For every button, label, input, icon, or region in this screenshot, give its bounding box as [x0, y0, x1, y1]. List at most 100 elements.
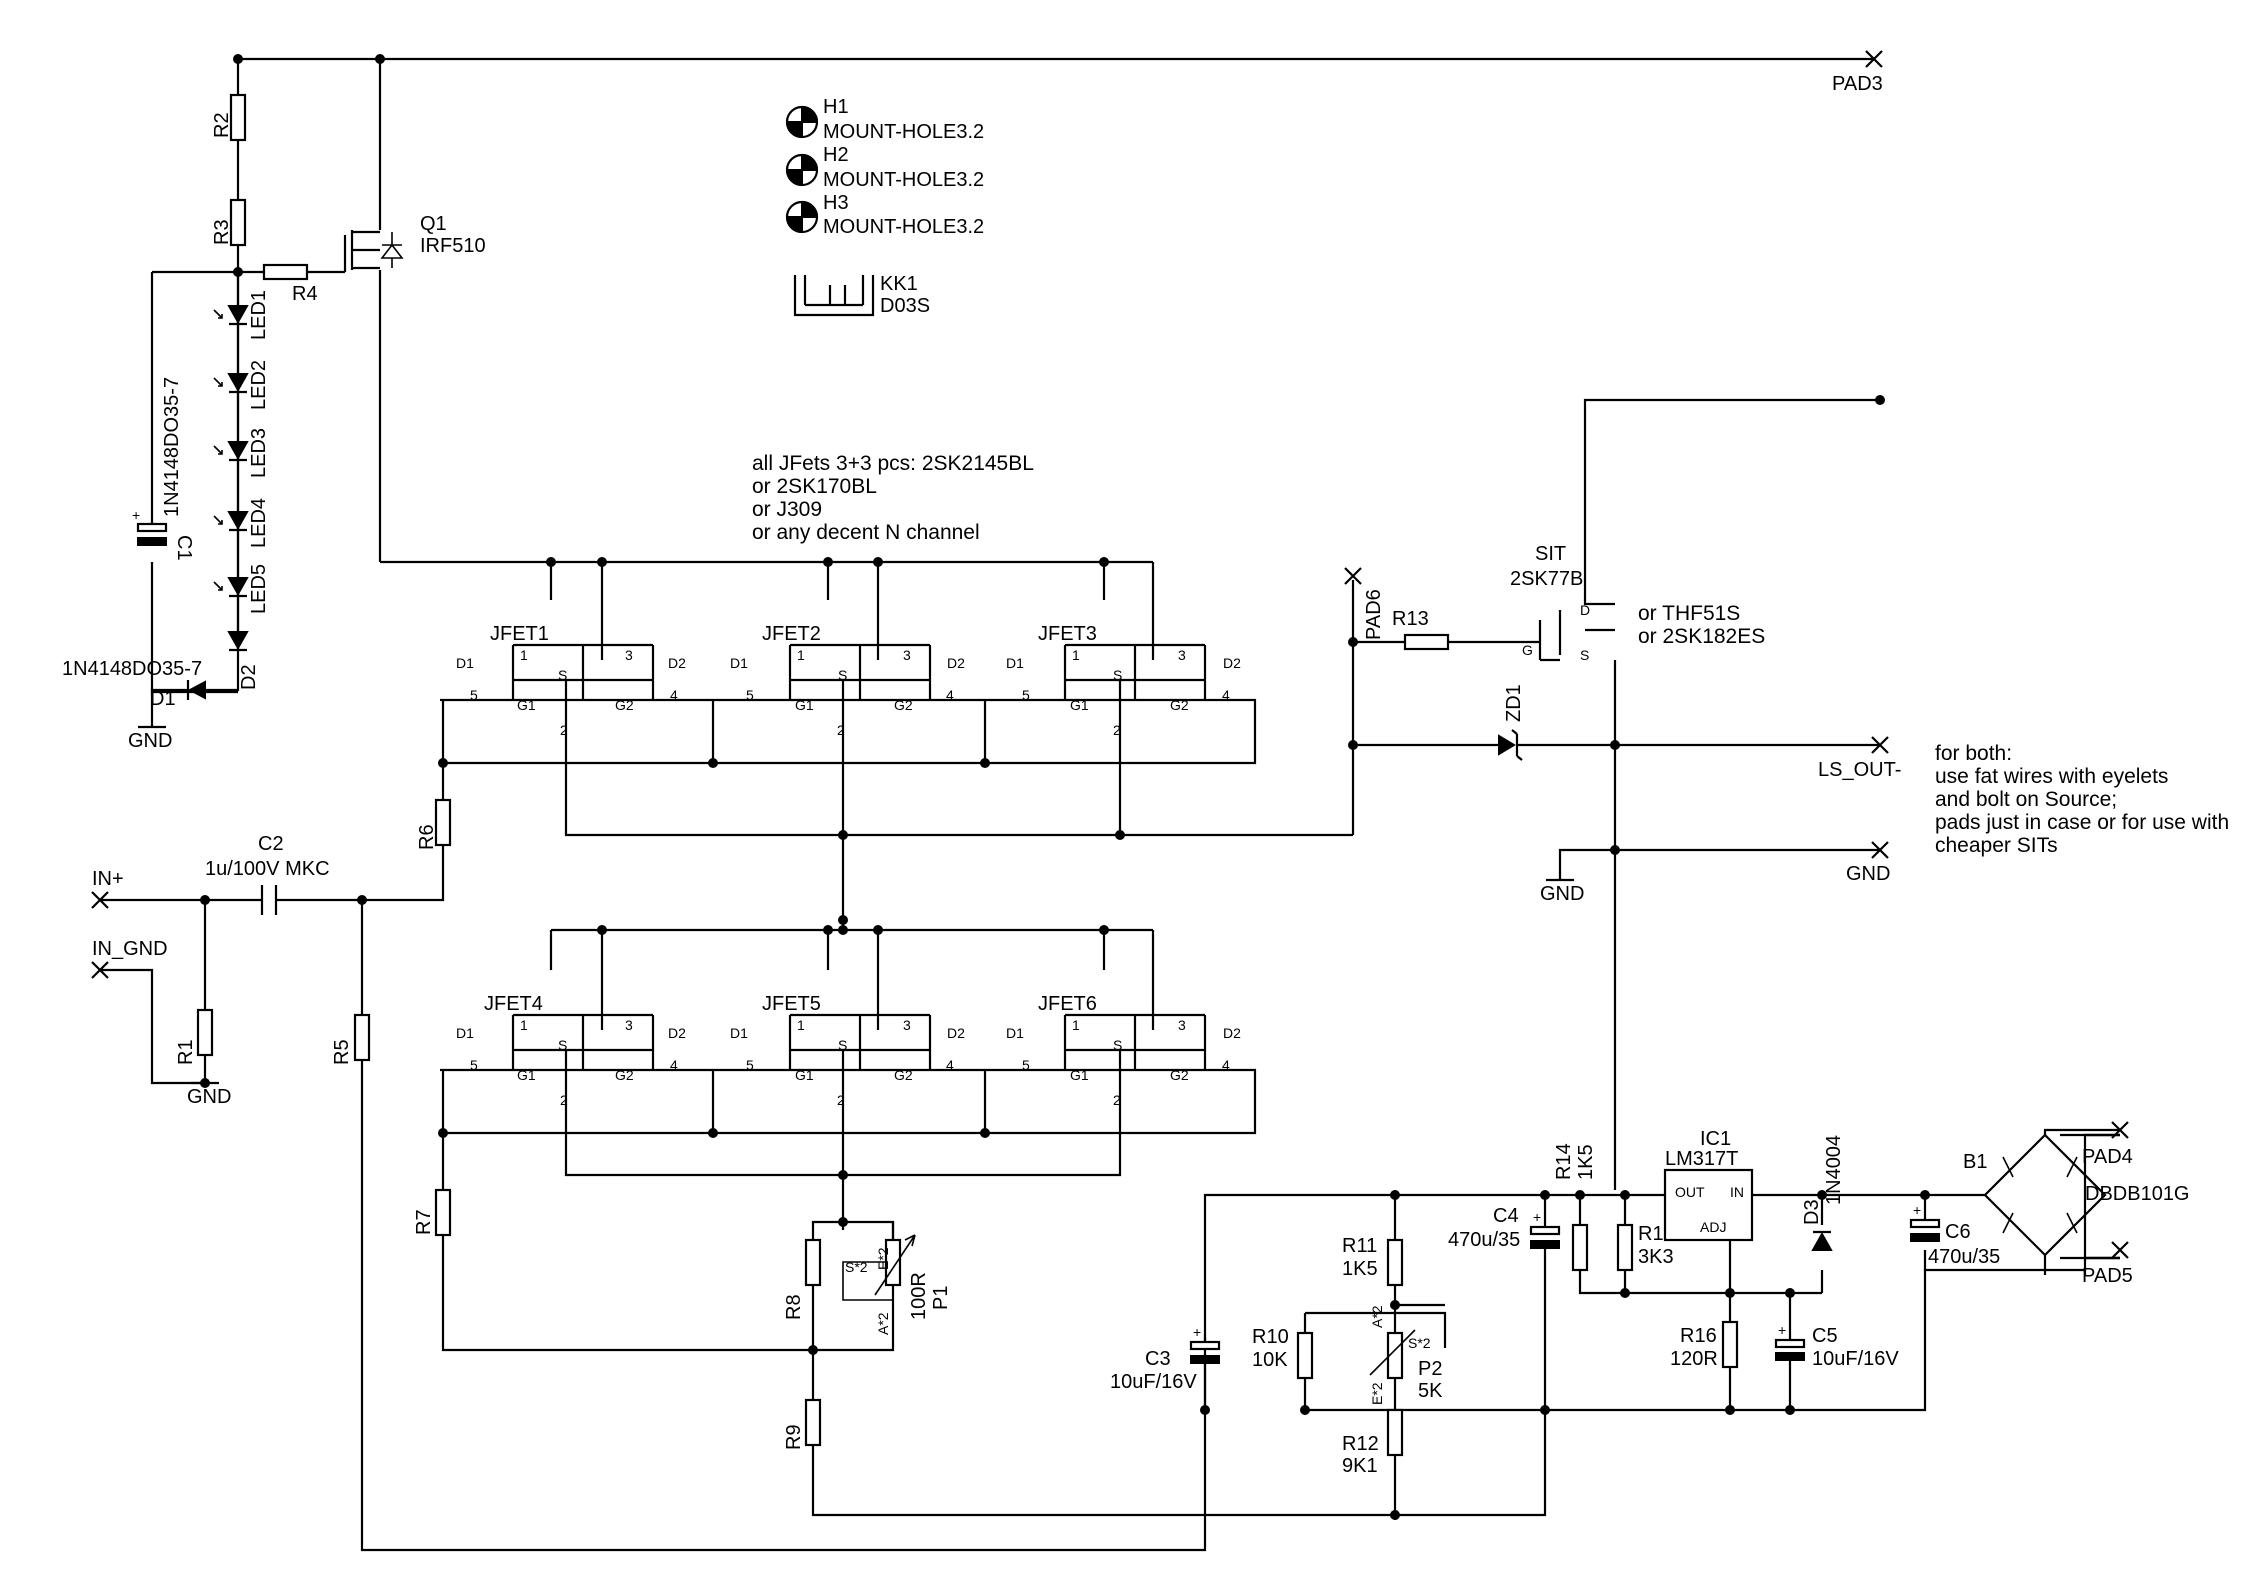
diode-d2: D2 — [205, 631, 260, 692]
svg-text:C3: C3 — [1145, 1348, 1171, 1370]
svg-text:or any decent N channel: or any decent N channel — [752, 521, 980, 544]
svg-text:4: 4 — [670, 687, 678, 703]
capacitor-c6: + C6 470u/35 — [1909, 1202, 2000, 1268]
svg-text:E*2: E*2 — [1369, 1382, 1385, 1405]
svg-text:C6: C6 — [1945, 1221, 1971, 1243]
mount-hole-h1: H1 MOUNT-HOLE3.2 — [785, 96, 984, 143]
svg-text:D1: D1 — [456, 655, 474, 671]
svg-text:3: 3 — [625, 1017, 633, 1033]
svg-text:for both:: for both: — [1935, 742, 2012, 765]
svg-text:P1: P1 — [930, 1286, 952, 1310]
potentiometer-p2: S*2 A*2 E*2 P2 5K — [1369, 1305, 1443, 1405]
svg-text:PAD6: PAD6 — [1363, 589, 1385, 640]
svg-text:5: 5 — [746, 687, 754, 703]
svg-text:5K: 5K — [1418, 1380, 1443, 1402]
svg-text:G2: G2 — [615, 1067, 634, 1083]
svg-text:D3: D3 — [1801, 1199, 1823, 1225]
svg-text:R1: R1 — [175, 1039, 197, 1065]
svg-text:10K: 10K — [1252, 1349, 1288, 1371]
svg-text:R4: R4 — [292, 283, 318, 305]
svg-text:S: S — [558, 667, 567, 683]
svg-text:KK1: KK1 — [880, 273, 918, 295]
svg-text:G1: G1 — [1070, 697, 1089, 713]
svg-text:GND: GND — [1846, 863, 1890, 885]
svg-text:A*2: A*2 — [1369, 1305, 1385, 1328]
svg-text:B1: B1 — [1963, 1151, 1987, 1173]
pad-in-gnd: IN_GND — [91, 938, 168, 979]
resistor-r1: R1 — [175, 1008, 214, 1065]
diode-d3: D3 1N4004 — [1801, 1135, 1845, 1251]
svg-text:or 2SK182ES: or 2SK182ES — [1638, 625, 1765, 648]
svg-text:MOUNT-HOLE3.2: MOUNT-HOLE3.2 — [823, 121, 984, 143]
pad-in-plus: IN+ — [91, 868, 124, 909]
svg-text:2SK77B: 2SK77B — [1510, 568, 1583, 590]
mount-hole-h3: H3 MOUNT-HOLE3.2 — [785, 192, 984, 238]
svg-text:R9: R9 — [783, 1424, 805, 1450]
svg-text:5: 5 — [470, 1057, 478, 1073]
svg-text:G2: G2 — [894, 697, 913, 713]
svg-text:3: 3 — [903, 647, 911, 663]
jfet-note: all JFets 3+3 pcs: 2SK2145BL or 2SK170BL… — [752, 452, 1034, 544]
svg-text:and bolt on Source;: and bolt on Source; — [1935, 788, 2117, 811]
resistor-r10: R10 10K — [1252, 1326, 1314, 1380]
svg-text:2: 2 — [837, 722, 845, 738]
pad5-terminal: PAD5 — [2082, 1241, 2133, 1287]
input-wires — [100, 898, 1207, 1552]
resistor-r5: R5 — [331, 1013, 371, 1065]
svg-text:R2: R2 — [211, 112, 233, 138]
svg-text:R12: R12 — [1342, 1433, 1379, 1455]
resistor-r16: R16 120R — [1670, 1320, 1739, 1370]
led-2: LED2 — [213, 360, 270, 410]
svg-text:S*2: S*2 — [1408, 1335, 1431, 1351]
pad6-terminal: PAD6 — [1344, 567, 1385, 640]
svg-text:C4: C4 — [1493, 1205, 1519, 1227]
svg-text:R8: R8 — [783, 1294, 805, 1320]
jfet6: JFET6 D1 D2 S G1 G2 1 3 5 4 2 — [1006, 993, 1241, 1108]
svg-text:S: S — [1580, 647, 1589, 663]
svg-text:D1: D1 — [1006, 1025, 1024, 1041]
heatsink-kk1: KK1 D03S — [793, 273, 930, 317]
svg-text:IRF510: IRF510 — [420, 235, 486, 257]
wiring-note: for both: use fat wires with eyelets and… — [1935, 742, 2229, 857]
svg-text:S: S — [1113, 667, 1122, 683]
svg-text:S: S — [1113, 1037, 1122, 1053]
svg-text:pads just in case or for use w: pads just in case or for use with — [1935, 811, 2229, 834]
svg-text:2: 2 — [560, 1092, 568, 1108]
svg-text:R11: R11 — [1342, 1235, 1377, 1257]
svg-text:OUT: OUT — [1675, 1184, 1705, 1200]
svg-text:or 2SK170BL: or 2SK170BL — [752, 475, 877, 498]
svg-text:4: 4 — [946, 1057, 954, 1073]
svg-text:LM317T: LM317T — [1665, 1148, 1738, 1170]
svg-text:+: + — [1778, 1322, 1786, 1338]
svg-text:1N4148DO35-7: 1N4148DO35-7 — [62, 658, 202, 680]
svg-text:4: 4 — [670, 1057, 678, 1073]
led-3: LED3 — [213, 428, 270, 478]
svg-text:D2: D2 — [947, 655, 965, 671]
gnd-symbol-d1: GND — [128, 725, 172, 752]
svg-text:D2: D2 — [668, 655, 686, 671]
svg-text:S*2: S*2 — [845, 1259, 868, 1275]
svg-text:2: 2 — [1113, 1092, 1121, 1108]
svg-text:1: 1 — [797, 647, 805, 663]
svg-text:+: + — [1193, 1324, 1201, 1340]
svg-text:PAD4: PAD4 — [2082, 1146, 2133, 1168]
svg-text:1: 1 — [1072, 1017, 1080, 1033]
svg-text:IN: IN — [1730, 1184, 1744, 1200]
svg-text:use fat wires with eyelets: use fat wires with eyelets — [1935, 765, 2168, 788]
svg-text:IC1: IC1 — [1700, 1128, 1731, 1150]
svg-text:P2: P2 — [1418, 1358, 1442, 1380]
svg-text:R6: R6 — [416, 824, 438, 850]
svg-text:JFET2: JFET2 — [762, 623, 821, 645]
svg-text:+: + — [132, 507, 140, 523]
svg-text:1: 1 — [520, 647, 528, 663]
svg-text:S: S — [838, 667, 847, 683]
svg-text:MOUNT-HOLE3.2: MOUNT-HOLE3.2 — [823, 169, 984, 191]
svg-text:1: 1 — [1072, 647, 1080, 663]
diode-d1: D1 1N4148DO35-7 — [62, 658, 206, 727]
svg-text:4: 4 — [946, 687, 954, 703]
jfet1: JFET1 D1 D2 S G1 G2 1 3 5 4 2 — [456, 623, 686, 738]
svg-text:LED4: LED4 — [248, 498, 270, 548]
svg-text:4: 4 — [1222, 687, 1230, 703]
svg-text:R3: R3 — [211, 219, 233, 245]
jfet3: JFET3 D1 D2 S G1 G2 1 3 5 4 2 — [1006, 623, 1241, 738]
